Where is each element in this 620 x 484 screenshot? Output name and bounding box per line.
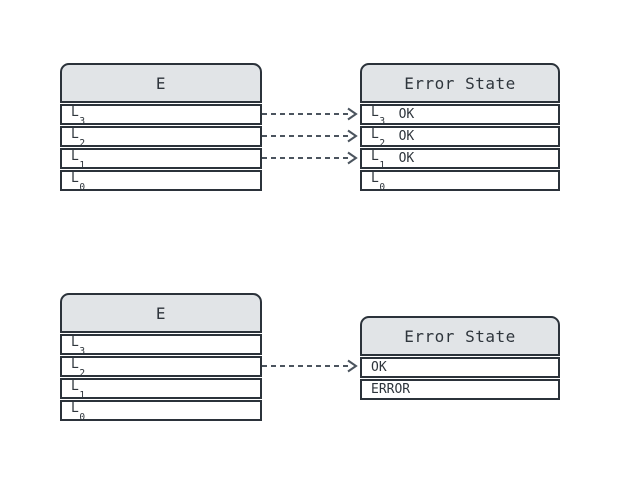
entity-table-error-state-top: Error State L3 OK L2 OK L1 OK L0	[360, 63, 560, 192]
row-label-sub: 2	[79, 368, 86, 380]
row-label-base: L	[71, 379, 79, 395]
row-label-base: L	[71, 171, 79, 187]
row-label-sub: 1	[79, 160, 86, 172]
row-label-base: L	[71, 105, 79, 121]
row-label-base: L	[71, 357, 79, 373]
table-header: E	[60, 63, 262, 103]
row-label-base: L	[371, 105, 379, 121]
row-label-sub: 0	[79, 182, 86, 194]
table-row: L0	[360, 170, 560, 192]
row-label-sub: 3	[79, 346, 86, 358]
row-status: OK	[398, 107, 415, 122]
mapping-arrow	[262, 107, 358, 121]
table-row: L2	[60, 126, 262, 148]
row-status: OK	[398, 129, 415, 144]
row-label-base: L	[71, 335, 79, 351]
table-row: L1 OK	[360, 148, 560, 170]
row-label: ERROR	[371, 382, 411, 397]
table-title: Error State	[404, 326, 516, 346]
mapping-arrow	[262, 151, 358, 165]
entity-table-e-bottom: E L3 L2 L1 L0	[60, 293, 262, 422]
row-label-sub: 2	[79, 138, 86, 150]
table-row: L1	[60, 378, 262, 400]
entity-table-error-state-bottom: Error State OK ERROR	[360, 316, 560, 400]
mapping-arrow	[262, 129, 358, 143]
row-label-sub: 3	[379, 116, 386, 128]
row-label-sub: 0	[79, 412, 86, 424]
dashed-arrow-icon	[262, 129, 358, 143]
table-title: E	[155, 73, 167, 93]
table-row: L1	[60, 148, 262, 170]
row-label: L3	[371, 105, 385, 126]
table-header: Error State	[360, 316, 560, 356]
row-label: L0	[371, 171, 385, 192]
table-header: Error State	[360, 63, 560, 103]
row-label: L3	[71, 335, 85, 356]
dashed-arrow-icon	[262, 359, 358, 373]
table-row: L0	[60, 170, 262, 192]
row-status: OK	[398, 151, 415, 166]
arrow-head-icon	[347, 129, 358, 143]
table-row: L2	[60, 356, 262, 378]
row-label-base: L	[371, 127, 379, 143]
row-label-base: L	[371, 149, 379, 165]
table-row: ERROR	[360, 379, 560, 400]
table-row: L3	[60, 104, 262, 126]
row-label: L2	[71, 127, 85, 148]
table-title: Error State	[404, 73, 516, 93]
mapping-arrow	[262, 359, 358, 373]
table-header: E	[60, 293, 262, 333]
row-label: L1	[371, 149, 385, 170]
row-label-sub: 3	[79, 116, 86, 128]
row-label-base: L	[71, 127, 79, 143]
row-label-sub: 1	[379, 160, 386, 172]
row-label: L1	[71, 379, 85, 400]
table-row: L2 OK	[360, 126, 560, 148]
row-label: L2	[71, 357, 85, 378]
row-label: OK	[371, 360, 387, 375]
dashed-arrow-icon	[262, 107, 358, 121]
row-label-sub: 2	[379, 138, 386, 150]
dashed-arrow-icon	[262, 151, 358, 165]
arrow-head-icon	[347, 151, 358, 165]
row-label: L2	[371, 127, 385, 148]
entity-table-e-top: E L3 L2 L1 L0	[60, 63, 262, 192]
row-label: L0	[71, 401, 85, 422]
row-label-base: L	[71, 149, 79, 165]
row-label-base: L	[371, 171, 379, 187]
arrow-head-icon	[347, 359, 358, 373]
row-label-base: L	[71, 401, 79, 417]
table-title: E	[155, 303, 167, 323]
table-row: OK	[360, 357, 560, 378]
table-row: L0	[60, 400, 262, 422]
row-label-sub: 0	[379, 182, 386, 194]
arrow-head-icon	[347, 107, 358, 121]
table-row: L3 OK	[360, 104, 560, 126]
row-label-sub: 1	[79, 390, 86, 402]
row-label: L0	[71, 171, 85, 192]
table-row: L3	[60, 334, 262, 356]
row-label: L3	[71, 105, 85, 126]
row-label: L1	[71, 149, 85, 170]
